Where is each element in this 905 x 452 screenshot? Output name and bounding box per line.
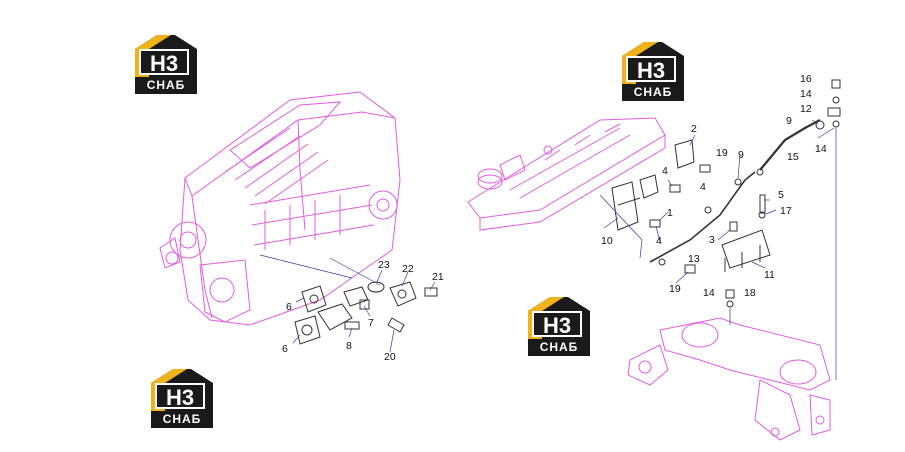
callout-number: 2 (691, 123, 697, 135)
callout-number: 9 (786, 115, 792, 127)
logo-mark: H3 (626, 56, 676, 83)
logo-middle: H3 СНАБ (528, 297, 590, 357)
engine-block (159, 91, 401, 326)
callout-number: 4 (662, 165, 668, 177)
callout-labels: 23 22 21 6 7 6 8 20 2 19 9 4 4 1 10 4 3 13 19 5 17 11 16 14 12 9 1… (282, 73, 827, 363)
callout-number: 11 (764, 269, 775, 281)
logo-brand: СНАБ (528, 339, 590, 356)
callout-number: 10 (601, 235, 613, 247)
callout-number: 6 (282, 343, 288, 355)
logo-brand: СНАБ (622, 84, 684, 101)
callout-number: 8 (346, 340, 352, 352)
valve-cover (467, 117, 666, 231)
logo-brand: СНАБ (135, 77, 197, 94)
callout-number: 19 (716, 147, 728, 159)
callout-number: 4 (700, 181, 706, 193)
left-leader-lines (259, 254, 436, 353)
logo-mark: H3 (532, 311, 582, 338)
callout-number: 9 (738, 149, 744, 161)
logo-mark: H3 (139, 49, 189, 76)
callout-number: 14 (800, 88, 812, 100)
logo-brand: СНАБ (151, 411, 213, 428)
callout-number: 4 (656, 235, 662, 247)
callout-number: 12 (800, 103, 812, 115)
callout-number: 5 (778, 189, 784, 201)
callout-number: 3 (709, 234, 715, 246)
callout-number: 18 (744, 287, 756, 299)
callout-number: 7 (368, 317, 374, 329)
right-leader-lines (599, 119, 837, 380)
callout-number: 21 (432, 271, 444, 283)
callout-number: 16 (800, 73, 812, 85)
right-parts (611, 79, 841, 308)
logo-top-left: H3 СНАБ (135, 35, 197, 95)
callout-number: 22 (402, 263, 414, 275)
egr-cooler (627, 317, 831, 441)
callout-number: 19 (669, 283, 681, 295)
logo-bottom-left: H3 СНАБ (151, 369, 213, 429)
callout-number: 6 (286, 301, 292, 313)
callout-number: 13 (688, 253, 700, 265)
callout-number: 14 (815, 143, 827, 155)
callout-number: 17 (780, 205, 792, 217)
logo-mark: H3 (155, 383, 205, 410)
callout-number: 14 (703, 287, 715, 299)
callout-number: 1 (667, 207, 673, 219)
callout-number: 15 (787, 151, 799, 163)
callout-number: 23 (378, 259, 390, 271)
logo-top-right: H3 СНАБ (622, 42, 684, 102)
left-fittings (294, 281, 438, 345)
callout-number: 20 (384, 351, 396, 363)
